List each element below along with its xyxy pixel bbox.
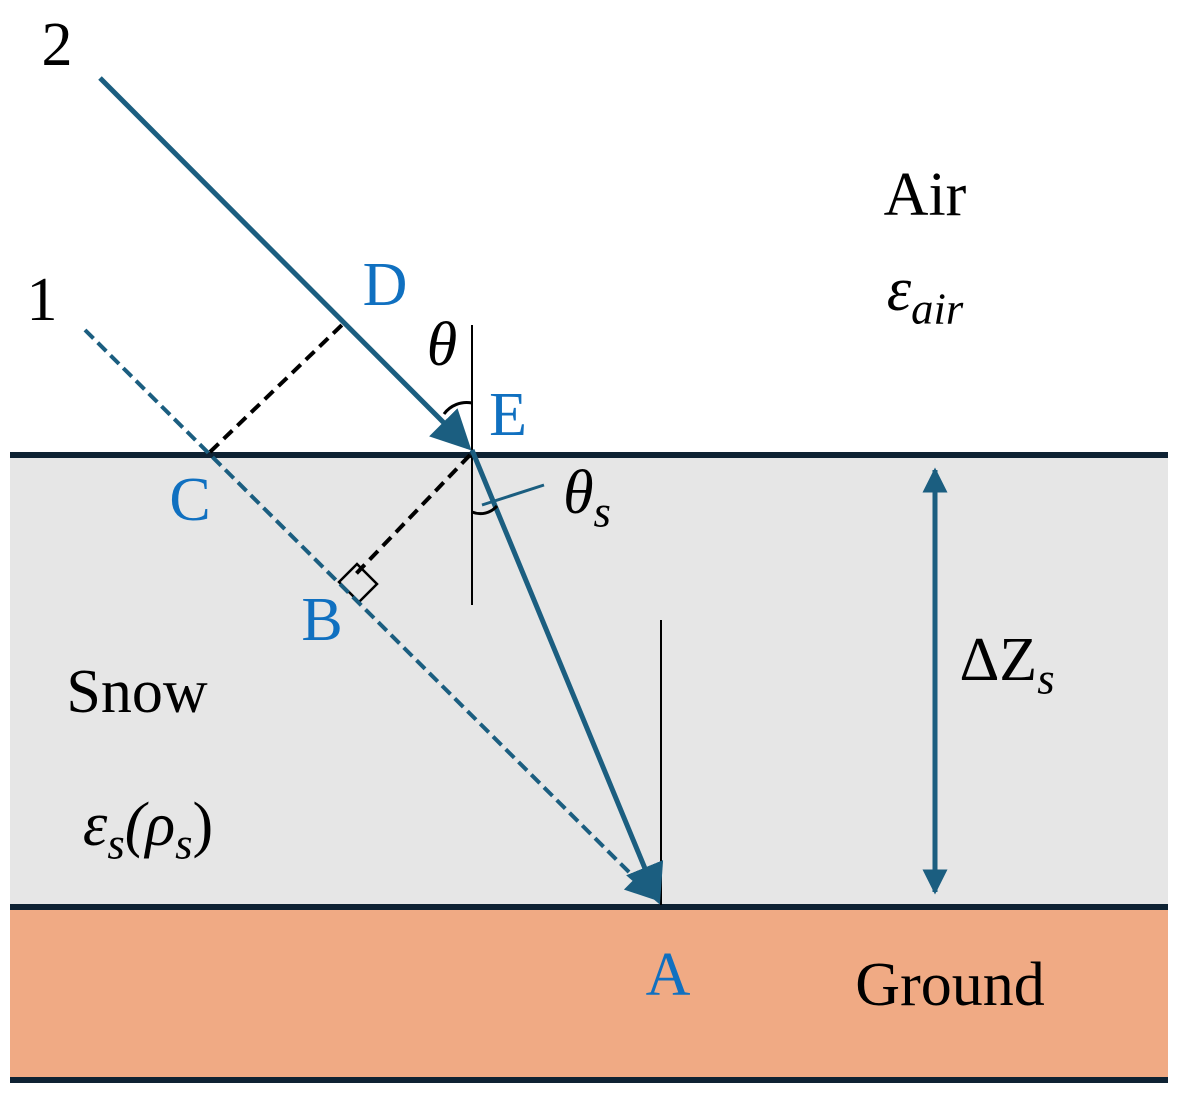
dz-base: ΔZ <box>959 625 1038 694</box>
ray-2-label: 2 <box>41 11 73 79</box>
ray-1-dashed <box>83 328 658 901</box>
wavefront-CD <box>208 320 347 454</box>
wavefront-EB <box>350 453 472 580</box>
point-A-label: A <box>645 941 691 1009</box>
air-permittivity-label: εair <box>887 259 964 331</box>
rho-close: ) <box>192 790 214 859</box>
ray-1-label: 1 <box>26 266 58 334</box>
theta-s-label: θs <box>563 462 611 534</box>
dz-sub: s <box>1037 653 1055 704</box>
rho-open: (ρ <box>124 790 176 859</box>
theta-arc <box>442 401 473 415</box>
eps-s-base: ε <box>82 790 108 859</box>
point-B-label: B <box>301 586 343 654</box>
eps-air-base: ε <box>886 255 912 324</box>
point-D-label: D <box>362 251 408 319</box>
theta-s-sub: s <box>593 486 611 537</box>
snow-thickness-label: ΔZs <box>959 629 1054 701</box>
theta-s-leader <box>481 483 545 507</box>
rho-sub: s <box>175 818 193 869</box>
ray-2-incident <box>98 76 472 451</box>
ray-2-refracted <box>469 449 664 905</box>
theta-s-arc <box>471 504 499 516</box>
air-label: Air <box>883 161 967 229</box>
theta-s-base: θ <box>563 458 594 527</box>
ground-layer <box>10 907 1168 1080</box>
theta-label: θ <box>426 311 458 379</box>
right-angle-marker <box>337 562 379 604</box>
snow-permittivity-label: εs(ρs) <box>83 794 213 866</box>
eps-air-sub: air <box>911 283 964 334</box>
eps-s-sub: s <box>107 818 125 869</box>
snow-label: Snow <box>66 658 208 726</box>
point-E-label: E <box>489 381 527 449</box>
point-C-label: C <box>169 466 211 534</box>
ground-label: Ground <box>855 951 1045 1019</box>
